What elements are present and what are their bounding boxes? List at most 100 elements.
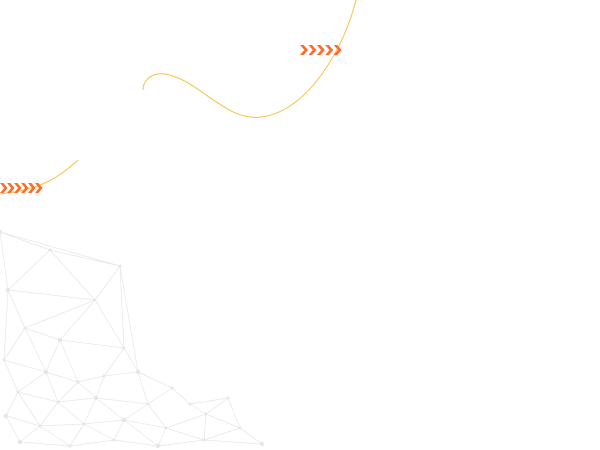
mesh-edge xyxy=(24,299,96,329)
mesh-edge xyxy=(203,427,241,441)
mesh-edge xyxy=(113,439,159,447)
mesh-edge xyxy=(3,359,47,373)
mesh-node xyxy=(202,438,206,442)
chevron-right-icon xyxy=(0,183,8,193)
mesh-node xyxy=(3,413,9,419)
mesh-edge xyxy=(39,423,85,427)
mesh-edge xyxy=(95,397,125,421)
mesh-node xyxy=(56,400,60,404)
mesh-node xyxy=(164,426,168,430)
mesh-edge xyxy=(7,289,96,301)
mesh-edge xyxy=(3,289,9,361)
mesh-node xyxy=(82,422,86,426)
curve-top xyxy=(142,0,357,118)
mesh-edge xyxy=(19,441,71,447)
mesh-edge xyxy=(165,413,207,429)
mesh-edge xyxy=(205,413,241,429)
mesh-edge xyxy=(119,265,125,349)
mesh-edge xyxy=(19,425,41,443)
mesh-node xyxy=(135,369,141,375)
mesh-edge xyxy=(137,371,173,389)
mesh-edge xyxy=(157,439,205,447)
mesh-node xyxy=(204,412,208,416)
chevron-right-icon xyxy=(333,45,342,55)
mesh-node xyxy=(93,395,99,401)
mesh-edge xyxy=(59,339,125,349)
mesh-edge xyxy=(5,415,41,427)
mesh-node xyxy=(226,396,230,400)
mesh-node xyxy=(43,369,49,375)
mesh-edge xyxy=(17,391,41,427)
mesh-node xyxy=(76,380,80,384)
mesh-edge xyxy=(147,387,173,405)
mesh-edge xyxy=(57,401,85,425)
chevron-right-icon xyxy=(7,183,15,193)
mesh-node xyxy=(112,438,116,442)
mesh-edge xyxy=(3,359,19,393)
mesh-edge xyxy=(0,231,51,251)
mesh-edge xyxy=(59,339,79,383)
chevron-right-icon xyxy=(21,183,29,193)
mesh-node xyxy=(238,426,242,430)
mesh-node xyxy=(259,441,265,447)
mesh-node xyxy=(102,374,106,378)
chevron-right-icon xyxy=(308,45,317,55)
mesh-edge xyxy=(59,299,96,341)
mesh-edge xyxy=(119,265,139,373)
mesh-edge xyxy=(165,427,205,441)
mesh-edge xyxy=(203,439,263,445)
mesh-edge xyxy=(57,397,97,403)
mesh-edge xyxy=(123,419,159,447)
mesh-edge xyxy=(189,397,229,405)
chevron-right-icon xyxy=(300,45,308,55)
mesh-edge xyxy=(94,265,121,301)
mesh-edge xyxy=(17,371,47,393)
mesh-edge xyxy=(3,327,26,361)
mesh-node xyxy=(38,424,42,428)
mesh-edge xyxy=(103,347,125,377)
mesh-edge xyxy=(24,327,47,373)
mesh-node xyxy=(93,298,97,302)
mesh-edge xyxy=(7,249,51,291)
mesh-lines xyxy=(0,231,263,447)
mesh-edge xyxy=(77,381,97,399)
mesh-node xyxy=(17,439,23,445)
mesh-edge xyxy=(5,415,21,443)
mesh-node xyxy=(155,443,161,449)
mesh-edge xyxy=(95,397,149,405)
mesh-node xyxy=(118,264,122,268)
mesh-edge xyxy=(5,391,19,417)
mesh-edge xyxy=(157,427,167,447)
mesh-node xyxy=(57,337,63,343)
mesh-node xyxy=(188,402,192,406)
mesh-edge xyxy=(83,423,115,441)
mesh-edge xyxy=(94,299,125,349)
chevron-right-icon xyxy=(14,183,22,193)
mesh-node xyxy=(170,386,174,390)
mesh-edge xyxy=(45,371,59,403)
mesh-edge xyxy=(45,339,61,373)
mesh-edge xyxy=(83,397,97,425)
mesh-edge xyxy=(57,381,79,403)
mesh-edge xyxy=(113,419,125,441)
mesh-edge xyxy=(69,439,115,447)
chevron-right-icon xyxy=(316,45,325,55)
mesh-node xyxy=(122,346,126,350)
mesh-edge xyxy=(39,425,71,447)
chevron-right-icon xyxy=(325,45,334,55)
mesh-edge xyxy=(69,423,85,447)
mesh-edge xyxy=(123,403,149,421)
mesh-node xyxy=(68,444,72,448)
mesh-edge xyxy=(95,375,105,399)
mesh-edge xyxy=(24,327,61,341)
mesh-edge xyxy=(205,397,229,415)
mesh-edge xyxy=(123,347,139,373)
mesh-edge xyxy=(83,419,125,425)
mesh-edge xyxy=(147,403,167,429)
mesh-edge xyxy=(39,401,59,427)
mesh-edge xyxy=(103,371,139,377)
